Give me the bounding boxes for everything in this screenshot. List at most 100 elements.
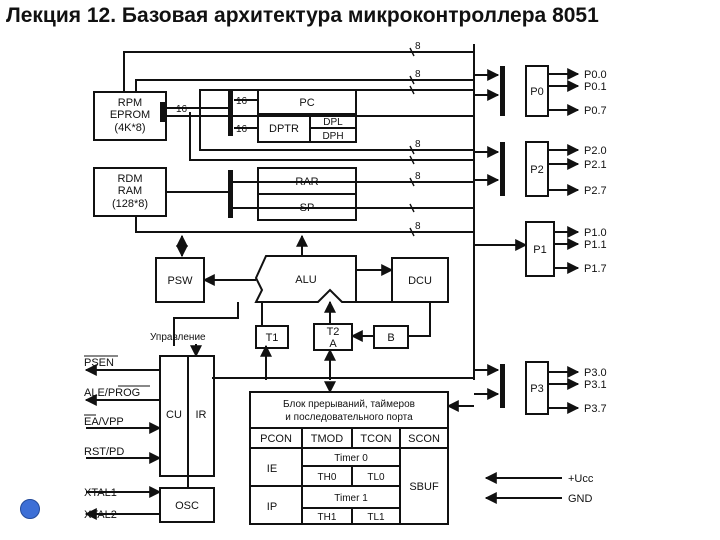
psw-label: PSW [167, 275, 193, 287]
pc-label: PC [299, 97, 314, 109]
ie-label: IE [267, 463, 277, 475]
port-p1-label: P1 [533, 244, 546, 256]
sp-block [257, 193, 357, 221]
irq-title: Блок прерываний, таймеров [283, 399, 415, 410]
pin-label: P3.0 [584, 367, 607, 379]
pin-label: P2.0 [584, 145, 607, 157]
nav-dot[interactable] [20, 499, 40, 519]
dpl-label: DPL [323, 117, 343, 128]
dcu-label: DCU [408, 275, 432, 287]
tl0-label: TL0 [367, 472, 385, 483]
ip-label: IP [267, 501, 277, 513]
dcu-block [391, 257, 449, 303]
bus-width-label: 16 [236, 96, 248, 107]
pin-label: P0.1 [584, 81, 607, 93]
alu-cu-line [173, 302, 239, 346]
b-label: B [387, 332, 394, 344]
port-p3-label: P3 [530, 383, 543, 395]
pin-label: P1.0 [584, 227, 607, 239]
osc-block [159, 487, 215, 523]
bus-width-label: 16 [236, 124, 248, 135]
timer1-label: Timer 1 [334, 493, 368, 504]
bus-width-label: 8 [415, 139, 421, 150]
dph-block [309, 127, 357, 143]
osc-label: OSC [175, 500, 199, 512]
control-label: Управление [150, 332, 206, 343]
xtal2-label: XTAL2 [84, 509, 117, 521]
t1-label: T1 [266, 332, 279, 344]
rar-label: RAR [295, 176, 318, 188]
rst-label: RST/PD [84, 446, 124, 458]
gnd-label: GND [568, 493, 593, 505]
bus-width-label: 8 [415, 171, 421, 182]
ea-label: EA/VPP [84, 416, 124, 428]
tcon-label: TCON [360, 433, 391, 445]
t1-block [255, 325, 289, 349]
bus-bar [228, 170, 233, 218]
pin-label: P0.7 [584, 105, 607, 117]
irq-subtitle: и последовательного порта [285, 412, 413, 423]
bus-width-label: 16 [176, 104, 188, 115]
scon-label: SCON [408, 433, 440, 445]
bus-ram [135, 216, 474, 233]
xtal1-label: XTAL1 [84, 487, 117, 499]
pin-label: P3.7 [584, 403, 607, 415]
sp-label: SP [300, 202, 315, 214]
cu-label: CU [166, 409, 182, 421]
ir-block [187, 355, 215, 477]
bus-bar [500, 364, 505, 408]
port-p0-label: P0 [530, 86, 543, 98]
acc-block [313, 323, 353, 351]
b-loop [356, 301, 431, 337]
slide-title: Лекция 12. Базовая архитектура микроконт… [6, 4, 599, 27]
psw-block [155, 257, 205, 303]
pin-label: P1.7 [584, 263, 607, 275]
pcon-label: PCON [260, 433, 292, 445]
pin-label: P1.1 [584, 239, 607, 251]
bus-pc-1 [199, 89, 474, 104]
tl1-label: TL1 [367, 512, 385, 523]
port-p0-block [525, 65, 549, 117]
bus-bar [228, 90, 233, 136]
bus-bar [160, 102, 165, 122]
b-block [373, 325, 409, 349]
bus-bar [500, 66, 505, 116]
dptr-label: DPTR [269, 123, 299, 135]
tmod-label: TMOD [311, 433, 343, 445]
sbuf-label: SBUF [409, 481, 439, 493]
ram-label: (128*8) [112, 198, 148, 210]
bus-dptr [189, 112, 474, 161]
port-p1-block [525, 221, 555, 277]
rom-label: (4K*8) [114, 122, 145, 134]
dph-label: DPH [322, 131, 343, 142]
port-p3-block [525, 361, 549, 415]
bus-pc-2 [199, 104, 474, 151]
bus-rom-2 [135, 79, 474, 92]
alu-block [254, 255, 357, 303]
rom-label: EPROM [110, 109, 150, 121]
ale-label: ALE/PROG [84, 387, 140, 399]
bus-bar [500, 142, 505, 196]
ram-label: RAM [118, 185, 142, 197]
ram-block [93, 167, 167, 217]
th1-label: TH1 [318, 512, 337, 523]
rom-label: RPM [118, 97, 142, 109]
pin-label: P2.1 [584, 159, 607, 171]
vcc-label: +Ucc [568, 473, 594, 485]
acc-label: A [329, 338, 337, 350]
irq-timer-block [249, 391, 449, 525]
rom-block [93, 91, 167, 141]
bus-rom-top [123, 51, 474, 92]
alu-label: ALU [295, 274, 316, 286]
pin-label: P3.1 [584, 379, 607, 391]
t2-label: T2 [327, 326, 340, 338]
pin-label: P0.0 [584, 69, 607, 81]
port-p2-block [525, 141, 549, 197]
bus-width-label: 8 [415, 221, 421, 232]
ir-label: IR [196, 409, 207, 421]
pin-label: P2.7 [584, 185, 607, 197]
timer0-label: Timer 0 [334, 453, 368, 464]
port-p2-label: P2 [530, 164, 543, 176]
bus-width-label: 8 [415, 41, 421, 52]
